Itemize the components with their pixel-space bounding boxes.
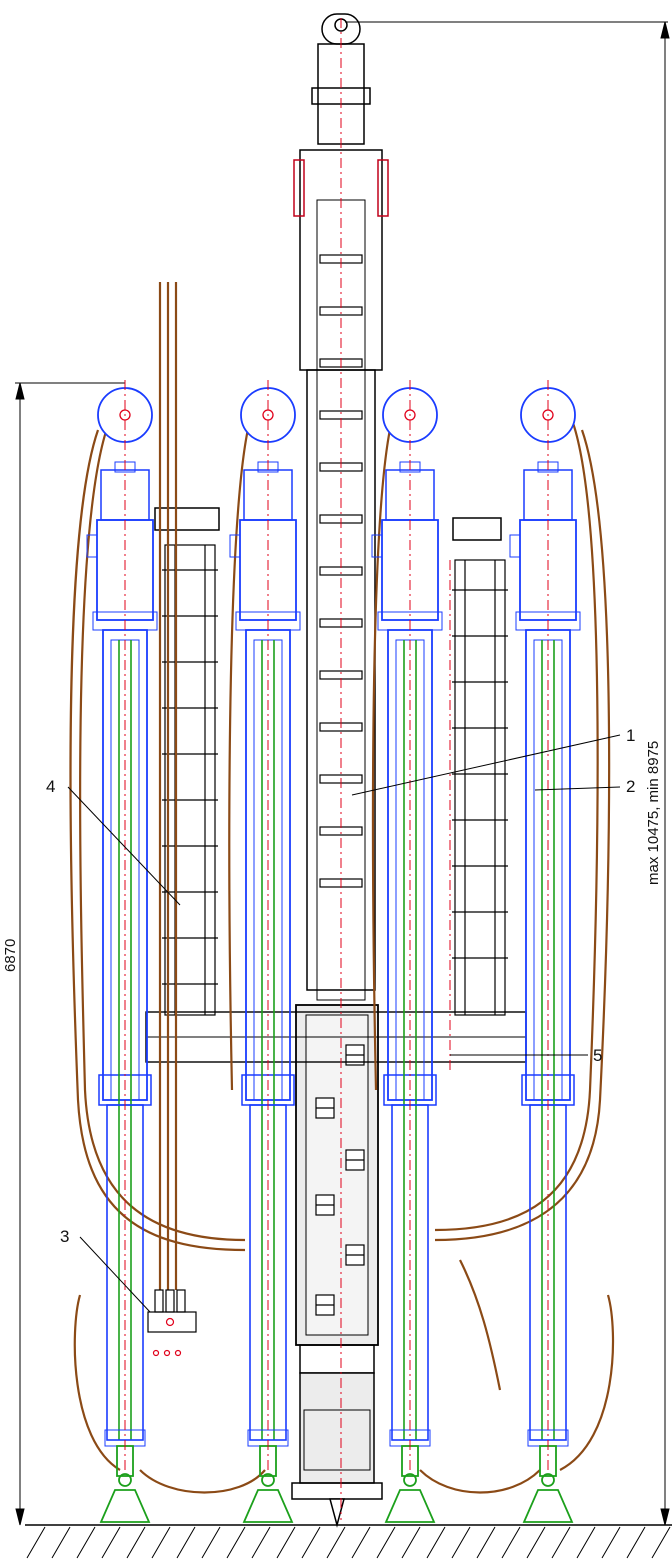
callout-2: 2	[626, 777, 636, 796]
callout-3: 3	[60, 1227, 70, 1246]
module-height-label: 6870	[2, 938, 19, 972]
overall-height-dimension	[345, 21, 670, 1526]
left-ladder	[162, 544, 218, 1016]
right-ladder	[452, 559, 508, 1016]
ground-hatch-icon	[25, 1524, 672, 1559]
callout-5: 5	[593, 1046, 603, 1065]
valve-block	[147, 1289, 197, 1357]
callout-4: 4	[46, 777, 56, 796]
centerlines	[124, 18, 549, 1520]
support-foot-icon	[384, 1445, 436, 1523]
callout-1: 1	[626, 726, 636, 745]
hydraulic-cylinder	[509, 387, 581, 1523]
support-foot-icon	[99, 1445, 151, 1523]
support-foot-icon	[242, 1445, 294, 1523]
overall-height-label: max 10475, min 8975	[645, 740, 662, 885]
support-foot-icon	[522, 1445, 574, 1523]
hydraulic-cylinder	[229, 387, 301, 1523]
module-height-dimension	[15, 382, 125, 1526]
hydraulic-cylinder	[86, 387, 158, 1523]
central-mast	[145, 13, 527, 1528]
callout-leaders	[67, 734, 621, 1313]
hydraulic-cylinder	[371, 387, 443, 1523]
